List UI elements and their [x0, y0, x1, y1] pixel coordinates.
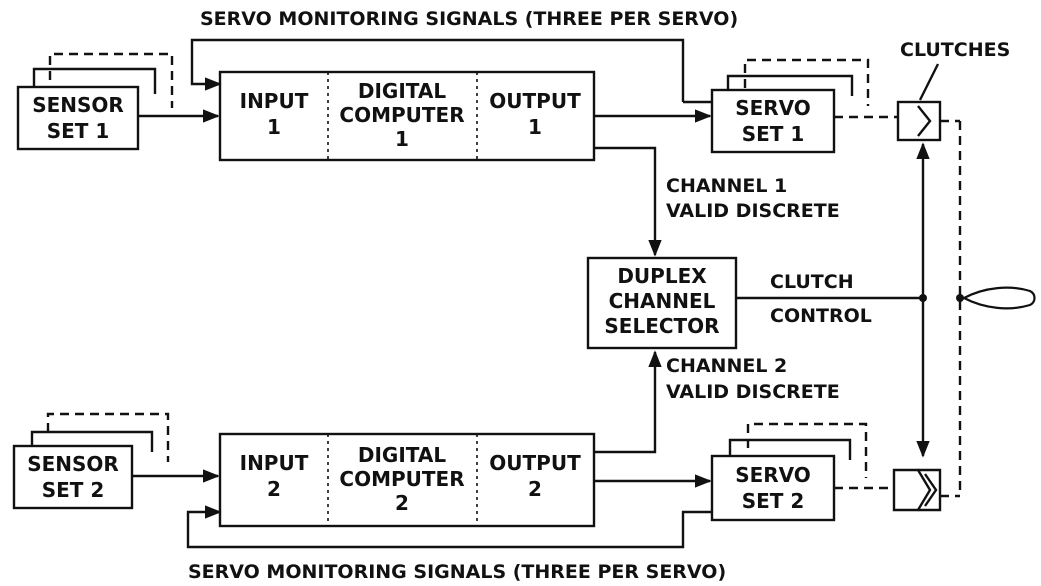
- channel2-valid-label-line2: VALID DISCRETE: [666, 381, 840, 403]
- channel2-valid-label-line1: CHANNEL 2: [666, 355, 787, 377]
- sensor-set-1: SENSOR SET 1: [16, 52, 174, 151]
- clutches-pointer: [918, 63, 940, 101]
- control-surface-icon: [961, 286, 1036, 310]
- output-2-label-line2: 2: [528, 477, 542, 501]
- selector-label-line1: DUPLEX: [617, 264, 707, 288]
- digital-computer-1-label-line2: COMPUTER: [339, 103, 464, 127]
- servo-set-1-label-line2: SET 1: [742, 122, 805, 146]
- sensor-set-2-label-line1: SENSOR: [27, 452, 119, 476]
- channel1-valid-discrete-line: [594, 146, 662, 257]
- digital-computer-1-label-line1: DIGITAL: [358, 79, 446, 103]
- digital-computer-2: INPUT 2 DIGITAL COMPUTER 2 OUTPUT 2: [218, 432, 596, 528]
- digital-computer-2-label-line2: COMPUTER: [339, 467, 464, 491]
- servo-set-2-label-line2: SET 2: [742, 489, 805, 513]
- digital-computer-2-label-line3: 2: [395, 491, 409, 515]
- servo-monitoring-feedback-bottom: [186, 505, 712, 549]
- input-2-label-line2: 2: [267, 477, 281, 501]
- sensor-set-1-label-line2: SET 1: [47, 119, 110, 143]
- servo-monitoring-label-top: SERVO MONITORING SIGNALS (THREE PER SERV…: [200, 8, 738, 30]
- digital-computer-1: INPUT 1 DIGITAL COMPUTER 1 OUTPUT 1: [218, 70, 596, 162]
- digital-computer-1-label-line3: 1: [395, 127, 409, 151]
- servo-set-2: SERVO SET 2: [710, 422, 868, 522]
- selector-label-line3: SELECTOR: [604, 314, 719, 338]
- output-1-label-line2: 1: [528, 115, 542, 139]
- clutches-label: CLUTCHES: [900, 39, 1010, 61]
- surface-pivot: [956, 294, 964, 302]
- output-1-label-line1: OUTPUT: [489, 89, 581, 113]
- sensor-set-2-label-line2: SET 2: [42, 478, 105, 502]
- clutch-control-label-line2: CONTROL: [770, 305, 872, 327]
- duplex-channel-selector: DUPLEX CHANNEL SELECTOR: [586, 256, 738, 350]
- channel1-valid-label-line2: VALID DISCRETE: [666, 200, 840, 222]
- sensor-set-1-label-line1: SENSOR: [32, 93, 124, 117]
- clutch-1: [896, 100, 942, 142]
- servo-set-1-label-line1: SERVO: [735, 96, 811, 120]
- output-2-label-line1: OUTPUT: [489, 451, 581, 475]
- sensor-set-2: SENSOR SET 2: [12, 412, 170, 510]
- input-1-label-line2: 1: [267, 115, 281, 139]
- input-1-label-line1: INPUT: [240, 89, 309, 113]
- servo-monitoring-label-bottom: SERVO MONITORING SIGNALS (THREE PER SERV…: [188, 561, 726, 583]
- clutch-2: [892, 468, 942, 512]
- servo-monitoring-feedback-top: [190, 38, 685, 102]
- channel2-valid-discrete-line: [594, 350, 662, 454]
- digital-computer-2-label-line1: DIGITAL: [358, 443, 446, 467]
- input-2-label-line1: INPUT: [240, 451, 309, 475]
- channel1-valid-label-line1: CHANNEL 1: [666, 175, 787, 197]
- servo-set-1: SERVO SET 1: [710, 58, 870, 154]
- servo-set-2-label-line1: SERVO: [735, 463, 811, 487]
- selector-label-line2: CHANNEL: [609, 289, 716, 313]
- clutch-control-label-line1: CLUTCH: [770, 271, 854, 293]
